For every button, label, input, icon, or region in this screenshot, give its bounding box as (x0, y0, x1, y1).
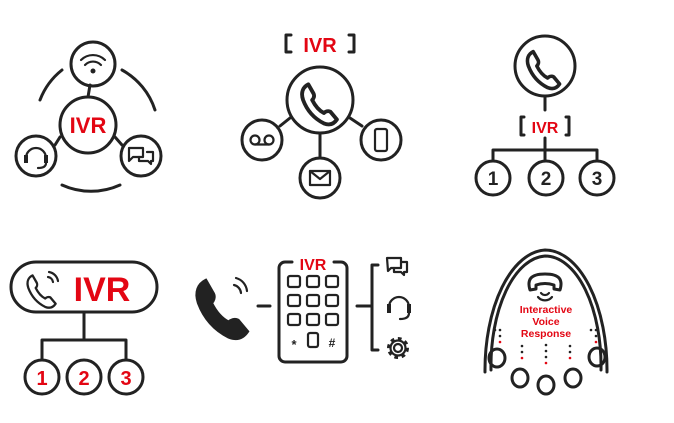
option-3-label: 3 (120, 368, 131, 390)
voicemail-circle (240, 118, 284, 162)
phone-circle (285, 65, 355, 135)
cycle-arc (60, 183, 122, 193)
ivr-label: IVR (303, 35, 337, 57)
voice-line-1: Interactive (520, 304, 573, 316)
node (487, 347, 507, 369)
chat-icon (127, 146, 155, 166)
option-2-label: 2 (541, 169, 552, 190)
option-2 (527, 159, 565, 197)
chat-circle (119, 134, 163, 178)
option-3 (107, 358, 145, 396)
option-1 (474, 159, 512, 197)
mobile-circle (359, 118, 403, 162)
option-2-label: 2 (78, 368, 89, 390)
hash-key: # (329, 336, 336, 350)
wifi-icon (79, 53, 107, 74)
ivr-label: IVR (74, 271, 131, 309)
node (536, 374, 556, 396)
option-1 (23, 358, 61, 396)
headset-icon (387, 295, 411, 321)
mail-circle (298, 156, 342, 200)
node (587, 346, 607, 368)
voice-line-3: Response (521, 328, 571, 340)
ivr-tree-icon: IVR 1 2 3 (474, 34, 616, 197)
phone-icon (525, 49, 562, 91)
dotted-connectors (493, 328, 598, 365)
ivr-pill-icon: IVR 1 2 3 (9, 260, 159, 396)
option-3-label: 3 (592, 169, 603, 190)
ivr-keypad-icon: IVR * # (195, 256, 411, 364)
phone-icon (300, 82, 339, 127)
mobile-icon (373, 127, 389, 153)
cycle-arc (38, 68, 64, 102)
wifi-circle (69, 40, 117, 88)
voicemail-icon (249, 134, 275, 146)
star-key: * (291, 337, 297, 352)
bracket (284, 33, 356, 54)
headset-icon (24, 146, 48, 170)
handset-icon (527, 272, 563, 292)
headset-circle (14, 134, 58, 178)
mail-icon (308, 169, 332, 187)
option-1-label: 1 (488, 169, 499, 190)
option-3 (578, 159, 616, 197)
ivr-channels-icon: IVR (240, 33, 403, 200)
keypad-frame (277, 260, 349, 364)
ivr-label: IVR (532, 120, 559, 137)
ivr-label: IVR (70, 113, 107, 138)
ivr-cycle-icon: IVR (14, 40, 163, 193)
ivr-voice-response-icon: Interactive Voice Response (483, 248, 609, 396)
chat-icon (385, 256, 409, 277)
gear-icon (387, 337, 409, 359)
node (563, 367, 583, 389)
outer-arc (483, 248, 609, 374)
option-2 (65, 358, 103, 396)
cycle-arc (120, 68, 157, 112)
voice-line-2: Voice (532, 316, 559, 328)
ivr-label: IVR (300, 257, 327, 274)
node (510, 367, 530, 389)
keypad-keys (286, 274, 340, 349)
option-1-label: 1 (36, 368, 47, 390)
